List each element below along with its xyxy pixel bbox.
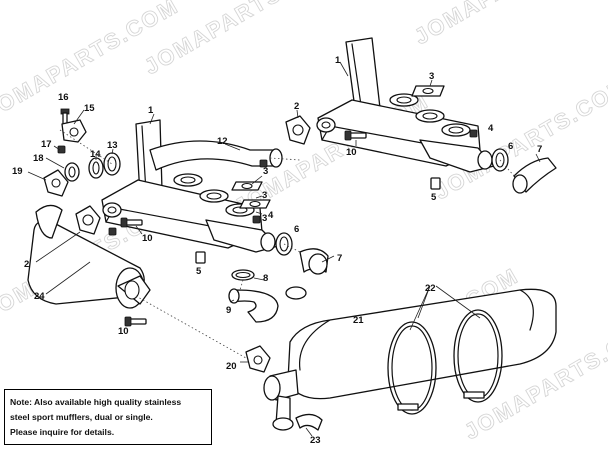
callout-14: 14 — [90, 149, 101, 160]
flange-right — [285, 115, 311, 145]
gasket-left-a — [231, 181, 263, 191]
muffler-flange — [245, 345, 271, 373]
callout-6a: 6 — [508, 141, 513, 152]
callout-6b: 6 — [294, 224, 299, 235]
part-18-ring — [64, 162, 80, 182]
assembly-lines — [59, 129, 517, 359]
callout-4b: 4 — [268, 210, 274, 221]
callout-3b: 3 — [263, 166, 268, 177]
gasket-right — [411, 85, 445, 97]
leader-lines — [27, 61, 541, 437]
watermark-3: JOMAPARTS.COM — [410, 0, 608, 49]
callout-12: 12 — [217, 136, 228, 147]
callout-15: 15 — [84, 103, 95, 114]
callout-19: 19 — [12, 166, 23, 177]
callout-3c: 3 — [262, 190, 267, 201]
heat-exchanger-right — [316, 37, 495, 173]
callout-20: 20 — [226, 361, 237, 372]
callout-2b: 2 — [24, 259, 29, 270]
gasket-left-b — [239, 199, 271, 209]
heat-exchanger-left — [101, 119, 279, 253]
callout-3d: 3 — [262, 213, 267, 224]
callout-8: 8 — [263, 273, 268, 284]
callout-22: 22 — [425, 283, 436, 294]
elbow-right — [512, 157, 557, 194]
callout-2a: 2 — [294, 101, 299, 112]
note-line-1: Note: Also available high quality stainl… — [10, 397, 182, 407]
callout-1a: 1 — [148, 105, 154, 116]
part-15-bracket — [61, 119, 87, 143]
note-line-3: Please inquire for details. — [10, 427, 115, 437]
callout-17: 17 — [41, 139, 52, 150]
nut-right — [469, 129, 478, 138]
crossover-pipe — [149, 140, 283, 171]
pre-muffler — [27, 204, 151, 309]
bolt-left — [120, 217, 143, 228]
main-muffler — [263, 288, 557, 431]
callout-23: 23 — [310, 435, 321, 446]
callout-5a: 5 — [431, 192, 437, 203]
part-19-gasket — [43, 169, 69, 197]
flange-left — [75, 205, 101, 235]
tail-clamp — [295, 413, 323, 431]
bend-pipe — [228, 286, 307, 323]
bolt-lower — [124, 316, 147, 327]
callout-18: 18 — [33, 153, 44, 164]
callout-21: 21 — [353, 315, 364, 326]
callout-10a: 10 — [346, 147, 357, 158]
part-14-clamp — [88, 157, 104, 179]
elbow-left — [299, 248, 329, 275]
callout-3a: 3 — [429, 71, 434, 82]
seal-ring — [231, 269, 255, 281]
callout-24: 24 — [34, 291, 45, 302]
callout-1b: 1 — [335, 55, 341, 66]
callout-10c: 10 — [118, 326, 129, 337]
callout-13: 13 — [107, 140, 118, 151]
note-box: Note: Also available high quality stainl… — [4, 389, 212, 445]
callout-16: 16 — [58, 92, 69, 103]
note-line-2: steel sport mufflers, dual or single. — [10, 412, 153, 422]
callout-labels: 1 1 2 2 3 3 3 3 4 4 5 5 6 6 7 7 8 9 10 1… — [12, 55, 542, 446]
callout-9: 9 — [226, 305, 231, 316]
muffler-strap-2 — [453, 309, 503, 403]
muffler-strap-1 — [387, 321, 437, 415]
callout-4a: 4 — [488, 123, 494, 134]
sleeve-right — [430, 177, 441, 190]
nut-left-b — [108, 227, 117, 236]
callout-7a: 7 — [537, 144, 542, 155]
callout-7b: 7 — [337, 253, 342, 264]
callout-10b: 10 — [142, 233, 153, 244]
part-13-sleeve — [103, 152, 121, 176]
sleeve-left — [195, 251, 206, 264]
callout-5b: 5 — [196, 266, 202, 277]
bolt-right — [344, 130, 367, 141]
nut-left — [252, 215, 261, 224]
part-17-nut — [57, 145, 66, 154]
